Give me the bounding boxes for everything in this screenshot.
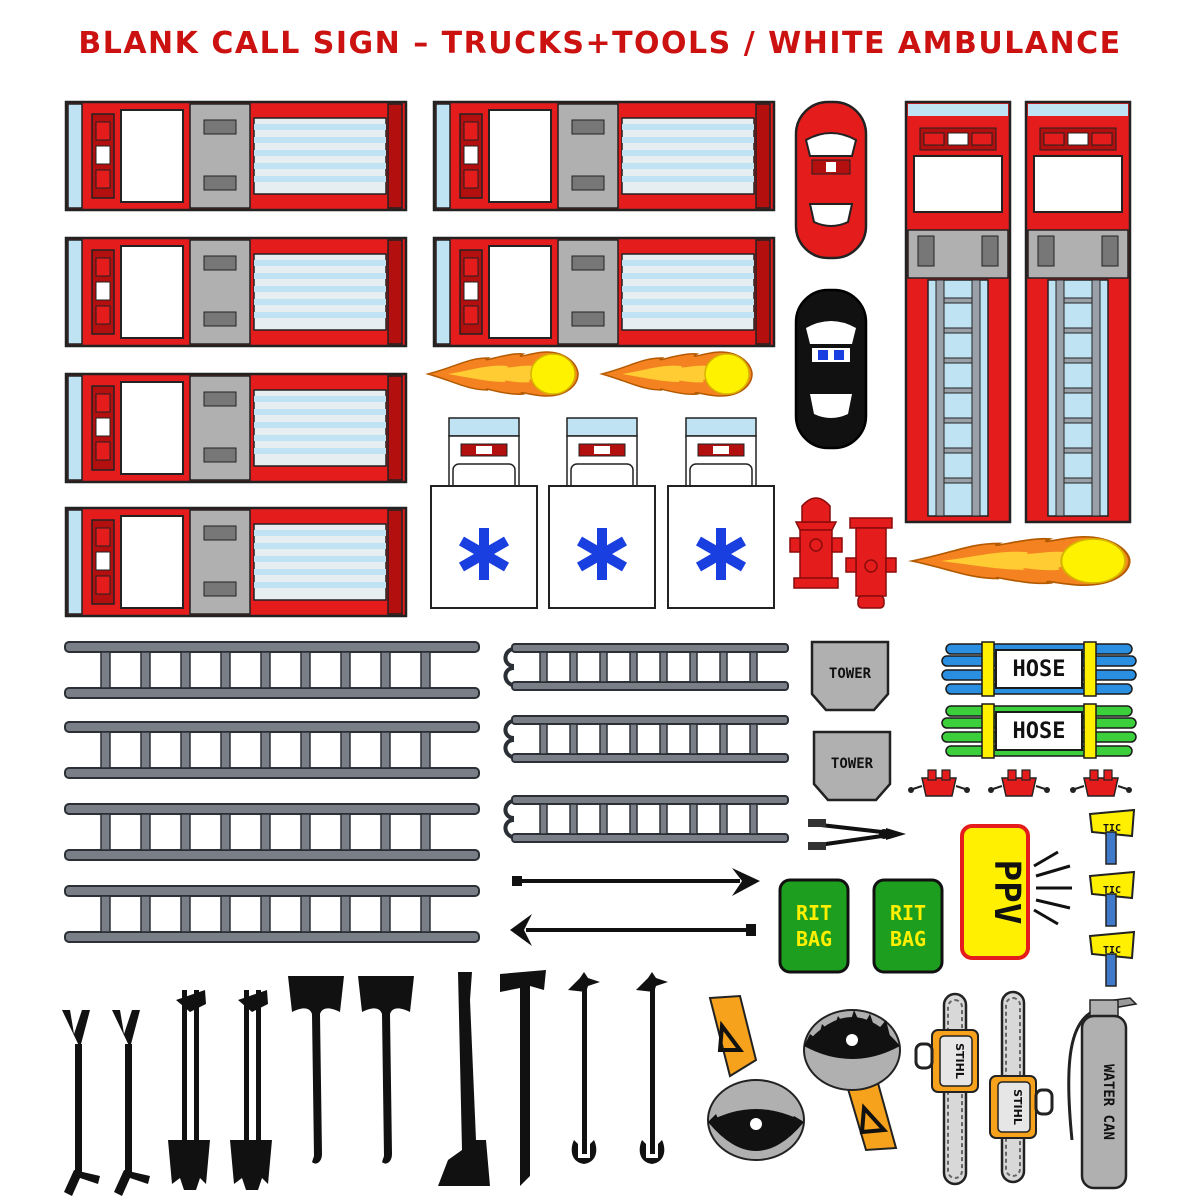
halligan-icon-2 <box>112 1010 150 1196</box>
ladder-truck-2 <box>1024 100 1132 524</box>
rit-bag-label-2b: BAG <box>890 927 926 951</box>
pike-pole-icon-3 <box>568 972 600 1164</box>
tic-icon-3: TIC <box>1089 931 1135 987</box>
bolt-cutter-icon <box>808 819 906 850</box>
axe-icon-1 <box>288 976 344 1164</box>
rit-bag-2: RIT BAG <box>872 878 944 974</box>
engine-4 <box>64 506 408 618</box>
tic-icon-2: TIC <box>1089 871 1135 927</box>
engine-5 <box>432 100 776 212</box>
hook-ladder-icon-1 <box>503 642 790 692</box>
tower-badge-2: TOWER <box>812 730 892 802</box>
flame-icon-2 <box>601 351 753 397</box>
ladder-icon-4 <box>64 885 480 943</box>
ppv-label: PPV <box>986 859 1027 924</box>
tower-label-2: TOWER <box>831 756 874 772</box>
tic-label-1: TIC <box>1103 823 1121 834</box>
stihl-label-1: STIHL <box>953 1043 966 1079</box>
halligan-icon-1 <box>62 1010 100 1196</box>
hose-icon-green: HOSE <box>941 703 1137 759</box>
flame-icon-3 <box>910 535 1131 587</box>
pry-bar-icon <box>500 970 546 1186</box>
ambulance-1 <box>430 417 538 609</box>
maul-icon <box>438 972 490 1186</box>
chainsaw-icon-1: STIHL <box>914 992 979 1186</box>
chainsaw-icon-2: STIHL <box>989 990 1054 1184</box>
pike-pole-icon-4 <box>636 972 668 1164</box>
axe-pike-combo-1 <box>168 990 210 1190</box>
hose-label-1: HOSE <box>1013 657 1066 682</box>
rit-bag-label-2a: RIT <box>890 901 926 925</box>
rit-bag-label-1b: BAG <box>796 927 832 951</box>
axe-icon-2 <box>358 976 414 1164</box>
ambulance-2 <box>548 417 656 609</box>
hook-ladder-icon-3 <box>503 794 790 844</box>
ladder-icon-1 <box>64 641 480 699</box>
hydrant-icon-1 <box>789 497 843 589</box>
ppv-fan-icon: PPV <box>960 824 1072 960</box>
nozzle-icon-2 <box>987 769 1051 797</box>
axe-pike-combo-2 <box>230 990 272 1190</box>
ladder-icon-2 <box>64 721 480 779</box>
rit-bag-label-1a: RIT <box>796 901 832 925</box>
extinguisher-icon: WATER CAN <box>1067 997 1138 1190</box>
pike-pole-icon-2 <box>510 914 756 946</box>
page-title: BLANK CALL SIGN – TRUCKS+TOOLS / WHITE A… <box>78 26 1122 61</box>
rotary-saw-icon-1 <box>707 994 805 1161</box>
tic-icon-1: TIC <box>1089 809 1135 865</box>
flame-icon-1 <box>427 351 579 397</box>
car-icon <box>794 100 868 260</box>
hydrant-icon-2 <box>845 517 897 609</box>
hose-label-2: HOSE <box>1013 719 1066 744</box>
police-car-icon <box>794 288 868 450</box>
nozzle-icon-3 <box>1069 769 1133 797</box>
ladder-truck-1 <box>904 100 1012 524</box>
tic-label-3: TIC <box>1103 945 1121 956</box>
nozzle-icon-1 <box>907 769 971 797</box>
hook-ladder-icon-2 <box>503 714 790 764</box>
rotary-saw-icon-2 <box>803 1009 901 1152</box>
water-can-label: WATER CAN <box>1100 1064 1116 1140</box>
stihl-label-2: STIHL <box>1011 1089 1024 1125</box>
rit-bag-1: RIT BAG <box>778 878 850 974</box>
engine-1 <box>64 100 408 212</box>
ladder-icon-3 <box>64 803 480 861</box>
hose-icon-blue: HOSE <box>941 641 1137 697</box>
engine-2 <box>64 236 408 348</box>
pike-pole-icon-1 <box>512 868 760 896</box>
tower-label-1: TOWER <box>829 666 872 682</box>
engine-3 <box>64 372 408 484</box>
engine-6 <box>432 236 776 348</box>
ambulance-3 <box>667 417 775 609</box>
tower-badge-1: TOWER <box>810 640 890 712</box>
tic-label-2: TIC <box>1103 885 1121 896</box>
